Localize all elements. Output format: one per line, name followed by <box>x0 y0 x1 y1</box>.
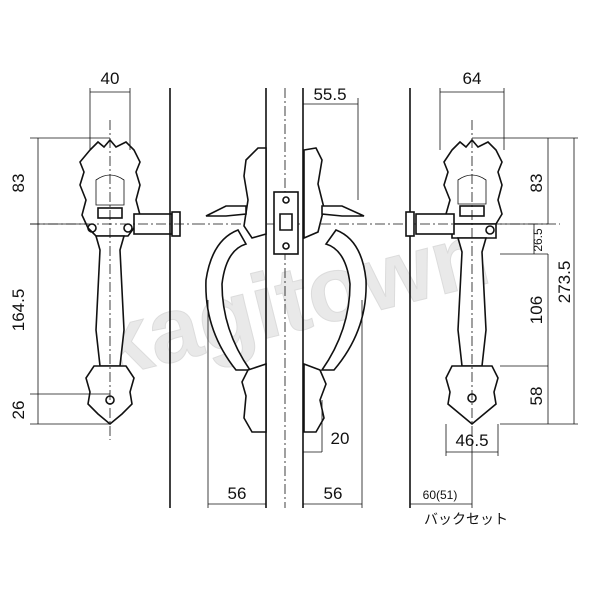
backset-caption: バックセット <box>424 512 508 528</box>
dim-rear-small-gap: 26.5 <box>531 228 545 252</box>
side-right-rosette <box>303 147 325 240</box>
rear-dimensions: 64 83 26.5 106 58 273.5 46.5 60(51) バックセ… <box>410 69 578 528</box>
side-view <box>169 88 420 508</box>
dim-backset: 60(51) <box>423 488 458 502</box>
dim-front-width: 40 <box>101 69 120 88</box>
dim-side-left-projection: 56 <box>228 484 247 503</box>
faceplate-screw-bottom <box>282 242 290 250</box>
dim-rear-handle-length: 106 <box>527 296 546 324</box>
dim-rear-width: 64 <box>463 69 482 88</box>
front-view <box>30 120 195 440</box>
side-grip-handle <box>205 229 252 371</box>
side-left-rosette <box>243 147 267 239</box>
dim-rear-overall-height: 273.5 <box>555 261 574 304</box>
latch-bolt <box>279 213 293 231</box>
rear-view <box>405 120 560 440</box>
faceplate-screw-top <box>282 196 290 204</box>
dim-front-bottom-height: 26 <box>9 401 28 420</box>
latch-faceplate <box>273 191 299 255</box>
rear-door-edge-plate <box>405 211 415 237</box>
dim-front-handle-length: 164.5 <box>9 289 28 332</box>
dim-rear-bottom-height: 58 <box>527 387 546 406</box>
side-right-lower-rosette <box>303 362 327 433</box>
dim-rear-top-height: 83 <box>527 174 546 193</box>
front-dimensions: 40 83 164.5 26 <box>9 69 131 425</box>
front-escutcheon-inner <box>95 174 125 206</box>
side-grip-handle-right <box>320 229 367 371</box>
dim-front-top-height: 83 <box>9 174 28 193</box>
side-right-thumb-lever <box>321 205 365 217</box>
dim-side-right-projection: 56 <box>324 484 343 503</box>
rear-escutcheon-inner <box>457 174 487 205</box>
side-left-thumb-lever <box>205 205 247 217</box>
rear-upper-screw <box>485 225 495 235</box>
dim-side-depth: 55.5 <box>313 85 346 104</box>
side-left-lower-rosette <box>241 362 267 433</box>
side-dimensions: 55.5 20 56 56 <box>207 85 363 508</box>
rear-escutcheon <box>443 138 503 225</box>
dim-side-lower-offset: 20 <box>331 429 350 448</box>
